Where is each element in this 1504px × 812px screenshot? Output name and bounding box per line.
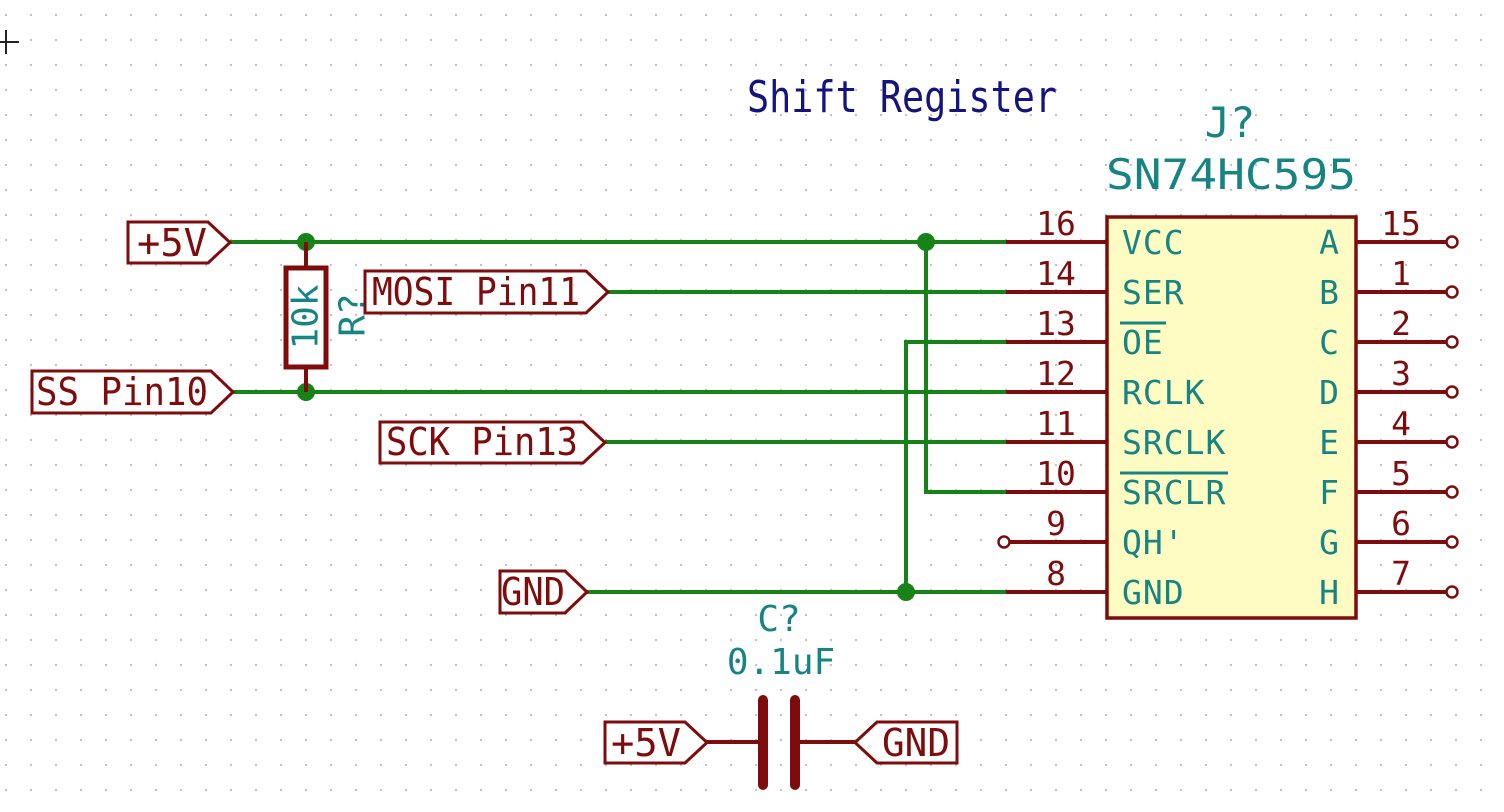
pin-2-number: 2 [1391,304,1411,343]
junction-gnd-oe[interactable] [897,583,915,601]
capacitor-reference[interactable]: C? [757,599,800,640]
global-label-vcc-cap[interactable]: +5V [603,720,710,765]
pin-1-name: B [1319,273,1340,312]
global-label-mosi-text[interactable]: MOSI_Pin11 [372,270,580,315]
pin-7-number: 7 [1391,554,1411,593]
pin-5-unconnected-icon [1445,485,1459,499]
pin-7-name: H [1319,573,1340,612]
junctions [297,233,935,601]
global-label-sck-shape[interactable] [378,420,608,465]
global-label-mosi[interactable]: MOSI_Pin11 [363,269,611,315]
ic-left-pins: 16 VCC 14 SER 13 OE 12 RCLK 11 SRCLK 10 … [997,204,1228,612]
ic-value[interactable]: SN74HC595 [1106,150,1356,199]
global-label-vcc-top-shape[interactable] [126,220,233,265]
junction-vcc-srclr[interactable] [917,233,935,251]
wire-oe-to-gnd-net[interactable] [904,340,1006,592]
global-label-ss[interactable]: SS_Pin10 [30,369,236,415]
pin-3-unconnected-icon [1445,385,1459,399]
global-label-gnd-cap-text[interactable]: GND [882,721,950,765]
pin-16-number: 16 [1036,204,1076,243]
global-label-vcc-cap-shape[interactable] [603,720,710,765]
pin-8-number: 8 [1046,554,1066,593]
pin-1-number: 1 [1391,254,1411,293]
pin-5-name: F [1319,473,1340,512]
pin-9-name: QH' [1122,523,1185,562]
pin-6-name: G [1319,523,1340,562]
pin-3-name: D [1319,373,1340,412]
pin-10-name: SRCLR [1122,473,1226,512]
resistor-symbol[interactable]: 10k R? [283,242,374,392]
sheet-title[interactable]: Shift Register [747,72,1057,123]
global-label-vcc-top[interactable]: +5V [126,220,233,265]
wire-srclr-to-vcc-net[interactable] [924,242,1006,494]
resistor-value[interactable]: 10k [286,284,327,349]
global-label-ss-text[interactable]: SS_Pin10 [36,370,208,415]
pin-8-name: GND [1122,573,1185,612]
ic-body[interactable] [1105,215,1358,620]
global-label-gnd-left-shape[interactable] [498,569,590,615]
capacitor-value[interactable]: 0.1uF [727,642,835,683]
pin-1-unconnected-icon [1445,285,1459,299]
ic-right-pins: 15 A 1 B 2 C 3 D 4 E 5 F [1319,204,1459,612]
pin-5-number: 5 [1391,454,1411,493]
global-label-gnd-cap[interactable]: GND [852,720,959,765]
pin-10-number: 10 [1036,454,1076,493]
global-label-gnd-cap-shape[interactable] [852,720,959,765]
global-label-vcc-cap-text[interactable]: +5V [611,721,681,765]
pin-15-number: 15 [1381,204,1421,243]
global-label-ss-shape[interactable] [30,369,236,415]
pin-3-number: 3 [1391,354,1411,393]
pin-6-unconnected-icon [1445,535,1459,549]
pin-4-number: 4 [1391,404,1411,443]
pin-12-name: RCLK [1122,373,1205,412]
pin-14-number: 14 [1036,254,1076,293]
global-label-gnd-left-text[interactable]: GND [501,570,565,614]
pin-2-name: C [1319,323,1340,362]
pin-7-unconnected-icon [1445,585,1459,599]
pin-13-number: 13 [1036,304,1076,343]
pin-12-number: 12 [1036,354,1076,393]
wires [230,240,1006,594]
resistor-body[interactable] [283,265,329,370]
pin-11-name: SRCLK [1122,423,1226,462]
pin-6-number: 6 [1391,504,1411,543]
ic-symbol[interactable]: J? SN74HC595 16 VCC 14 SER 13 OE 12 RCLK… [997,98,1459,620]
pin-9-number: 9 [1046,504,1066,543]
global-label-vcc-top-text[interactable]: +5V [137,221,207,265]
capacitor-symbol[interactable]: C? 0.1uF [707,599,855,790]
global-label-mosi-shape[interactable] [363,269,611,315]
origin-crosshair-icon [0,30,19,54]
global-label-gnd-left[interactable]: GND [498,569,590,615]
ic-reference[interactable]: J? [1205,98,1256,147]
pin-15-name: A [1319,223,1340,262]
pin-15-unconnected-icon [1445,235,1459,249]
global-label-sck[interactable]: SCK_Pin13 [378,420,608,465]
pin-14-name: SER [1122,273,1185,312]
pin-2-unconnected-icon [1445,335,1459,349]
pin-11-number: 11 [1036,404,1076,443]
pin-4-name: E [1319,423,1340,462]
global-label-sck-text[interactable]: SCK_Pin13 [386,420,578,465]
pin-4-unconnected-icon [1445,435,1459,449]
pin-13-name: OE [1122,323,1164,362]
pin-9-unconnected-icon [997,535,1011,549]
pin-16-name: VCC [1122,223,1185,262]
